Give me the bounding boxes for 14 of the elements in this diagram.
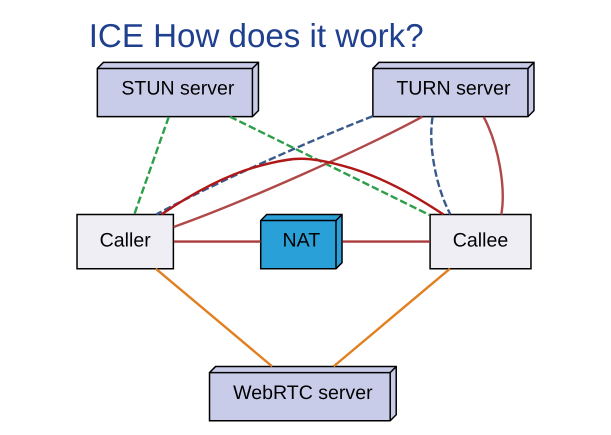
connector <box>154 268 273 368</box>
connector <box>332 268 451 368</box>
connector <box>133 116 170 215</box>
connector <box>156 115 374 216</box>
diagram-title: ICE How does it work? <box>88 18 424 55</box>
connector <box>160 158 444 216</box>
node-box: Callee <box>429 214 532 270</box>
connector <box>174 240 261 243</box>
connector <box>229 116 430 216</box>
connector <box>482 116 504 215</box>
connector <box>430 116 452 215</box>
node-box: Caller <box>76 214 174 270</box>
connector <box>173 116 423 228</box>
connector <box>342 240 430 243</box>
